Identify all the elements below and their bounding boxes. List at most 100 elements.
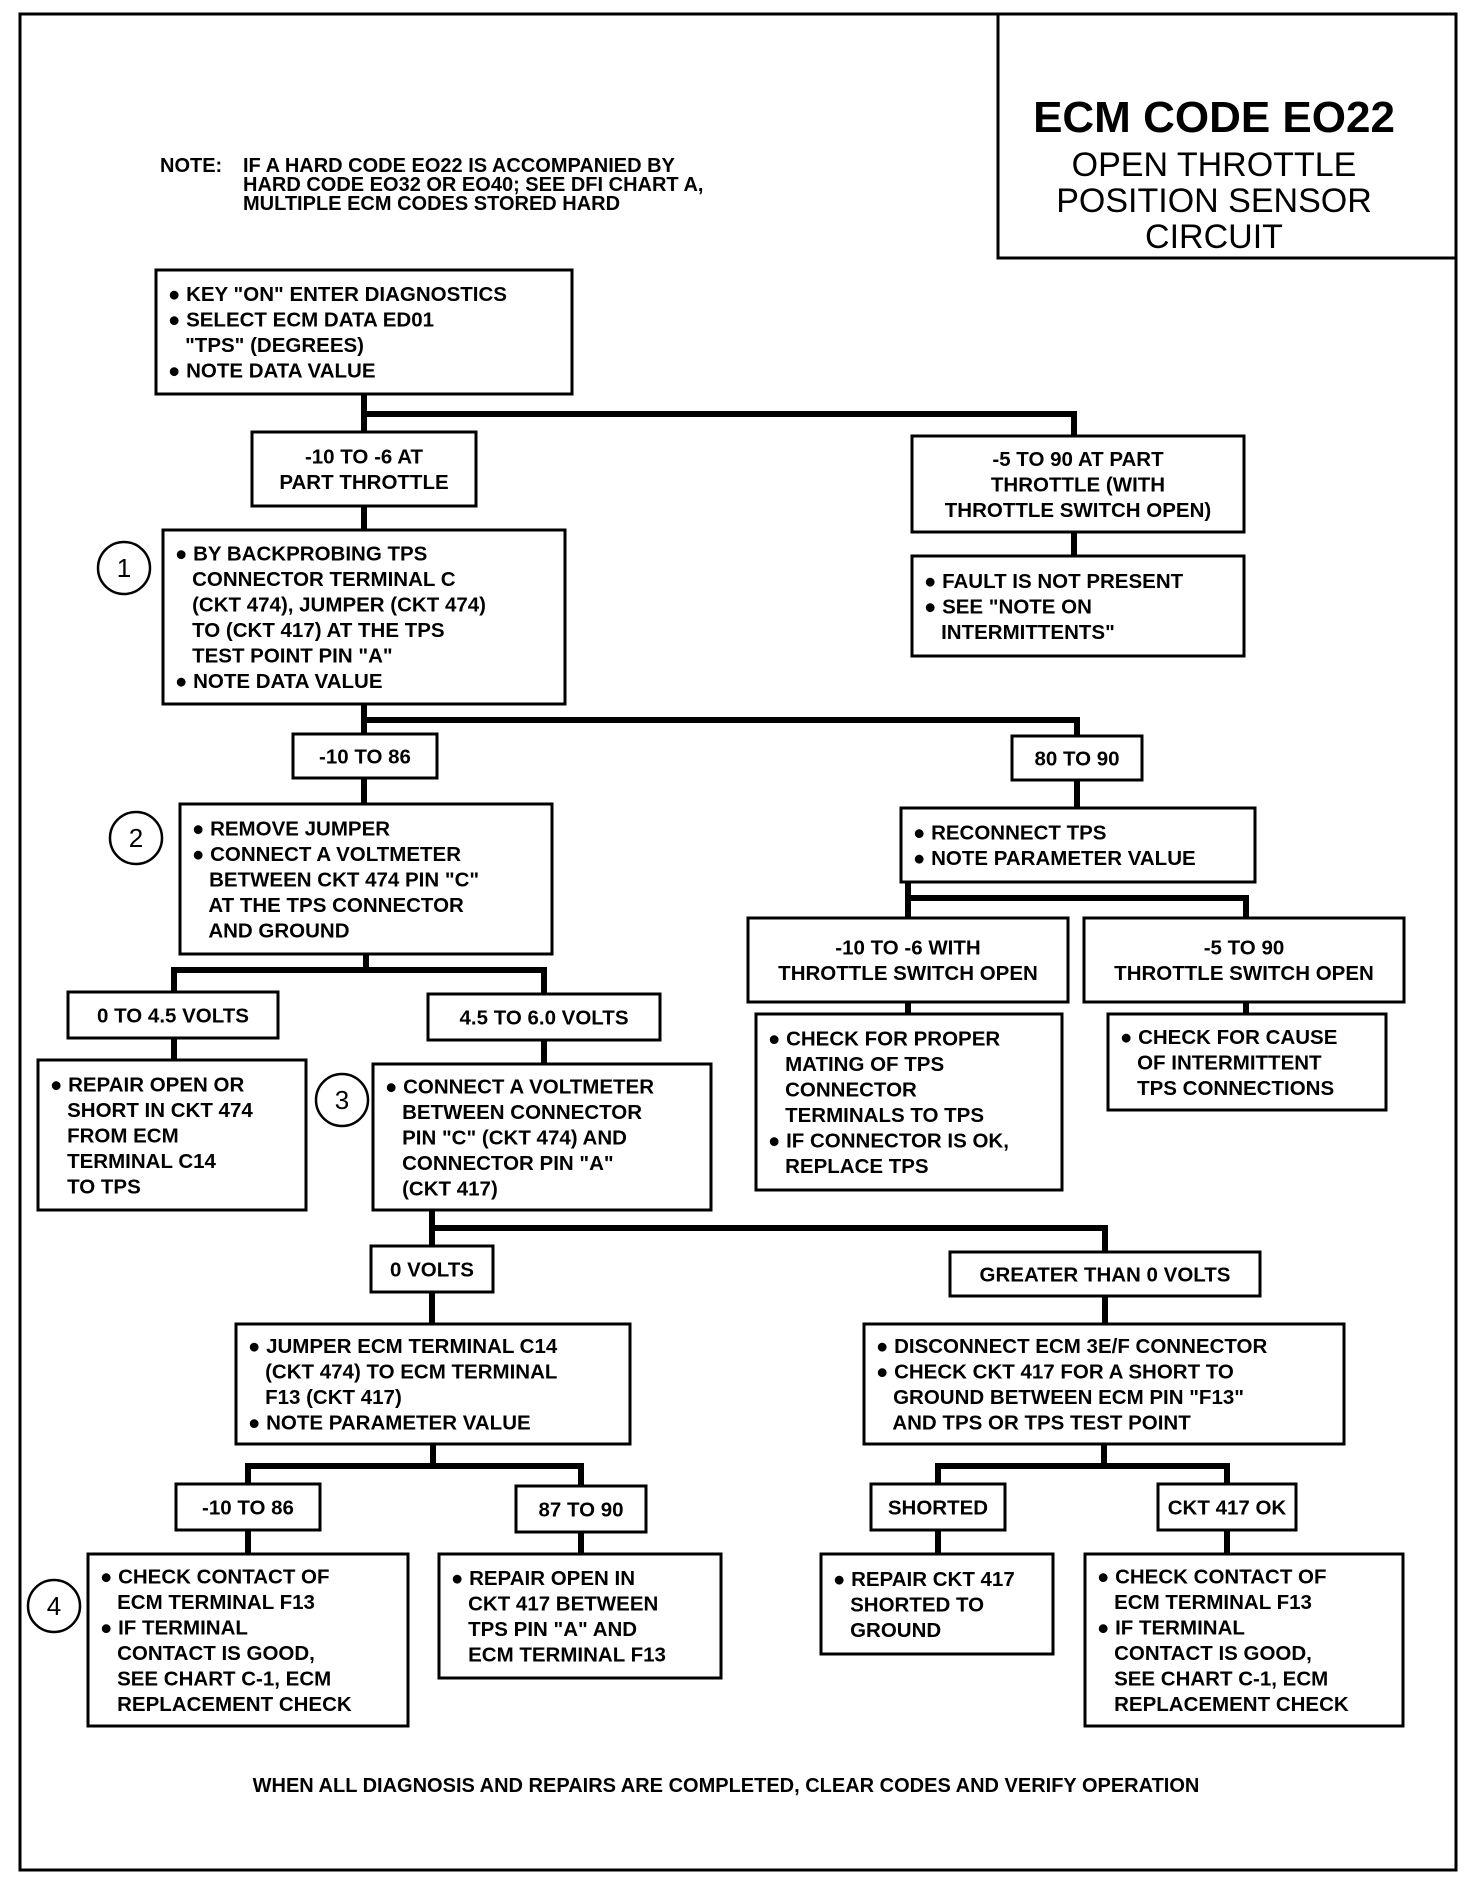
box-text-line: ● IF CONNECTOR IS OK,	[768, 1130, 1009, 1153]
box-text-line: -10 TO 86	[319, 745, 411, 768]
box-r-shorted	[869, 1482, 1007, 1532]
box-text-line: ECM TERMINAL F13	[451, 1644, 666, 1667]
chart-subtitle-line: OPEN THROTTLE	[1072, 146, 1357, 184]
box-text-line: ● IF TERMINAL	[1097, 1617, 1245, 1640]
step-number-circle	[108, 810, 164, 866]
box-text-line: (CKT 417)	[385, 1177, 498, 1200]
step-number-circle	[26, 1578, 82, 1634]
box-text-line: ● CHECK FOR PROPER	[768, 1028, 1000, 1051]
box-text-line: AND TPS OR TPS TEST POINT	[876, 1412, 1191, 1435]
box-r-ckt417ok	[1156, 1482, 1298, 1532]
box-text-line: -5 TO 90 AT PART	[992, 448, 1164, 471]
box-text-line: ● CHECK CONTACT OF	[100, 1566, 330, 1589]
box-text-line: THROTTLE SWITCH OPEN	[778, 962, 1038, 985]
box-text-line: PIN "C" (CKT 474) AND	[385, 1126, 627, 1149]
box-text-line: AT THE TPS CONNECTOR	[192, 894, 464, 917]
box-text-line: CONNECTOR	[768, 1079, 917, 1102]
box-text-line: 87 TO 90	[538, 1498, 623, 1521]
box-text-line: FROM ECM	[50, 1124, 179, 1147]
box-text-line: (CKT 474), JUMPER (CKT 474)	[175, 594, 486, 617]
box-text-line: TPS PIN "A" AND	[451, 1618, 637, 1641]
box-text-line: AND GROUND	[192, 919, 350, 942]
box-text-line: ● CHECK CKT 417 FOR A SHORT TO	[876, 1361, 1234, 1384]
box-text-line: ● NOTE DATA VALUE	[168, 360, 376, 383]
box-repair-417-open	[437, 1552, 723, 1680]
box-text-line: ● CHECK FOR CAUSE	[1120, 1026, 1337, 1049]
step-number: 2	[129, 823, 143, 853]
connector-lines	[171, 391, 1249, 1557]
box-repair-474	[36, 1058, 308, 1212]
step-number-circle	[96, 540, 152, 596]
box-text-line: 0 VOLTS	[390, 1258, 474, 1281]
box-r-m5-90-part	[910, 434, 1246, 534]
box-text-line: CONNECTOR PIN "A"	[385, 1152, 614, 1175]
box-text-line: 0 TO 4.5 VOLTS	[97, 1004, 249, 1027]
box-text-line: ● CONNECT A VOLTMETER	[385, 1075, 654, 1098]
note-line: IF A HARD CODE EO22 IS ACCOMPANIED BY	[243, 155, 676, 177]
box-text-line: F13 (CKT 417)	[248, 1386, 402, 1409]
box-text-line: "TPS" (DEGREES)	[168, 334, 364, 357]
box-text-line: ● DISCONNECT ECM 3E/F CONNECTOR	[876, 1335, 1267, 1358]
box-text-line: SHORT IN CKT 474	[50, 1099, 253, 1122]
box-text-line: 4.5 TO 6.0 VOLTS	[460, 1006, 629, 1029]
outer-border	[18, 12, 1458, 1872]
box-text-line: BETWEEN CONNECTOR	[385, 1101, 642, 1124]
box-text-line: SHORTED	[888, 1496, 988, 1519]
box-check-mating	[754, 1012, 1064, 1192]
title-box	[996, 12, 1458, 260]
box-reconnect	[899, 806, 1257, 884]
box-jumper-ecm	[234, 1322, 632, 1446]
box-r-gt0v	[948, 1250, 1262, 1298]
box-disconnect	[862, 1322, 1346, 1446]
box-r-m10-m6-ts	[746, 916, 1070, 1004]
box-text-line: CONTACT IS GOOD,	[1097, 1642, 1312, 1665]
box-text-line: TPS CONNECTIONS	[1120, 1077, 1334, 1100]
box-text-line: ECM TERMINAL F13	[1097, 1591, 1312, 1614]
box-r-0v	[369, 1244, 495, 1294]
box-text-line: SHORTED TO	[833, 1593, 984, 1616]
box-text-line: CKT 417 OK	[1168, 1496, 1287, 1519]
box-step3	[371, 1062, 713, 1212]
step-number: 3	[335, 1085, 349, 1115]
chart-subtitle-line: POSITION SENSOR	[1056, 182, 1372, 220]
box-text-line: ● NOTE DATA VALUE	[175, 670, 383, 693]
box-text-line: TERMINALS TO TPS	[768, 1104, 984, 1127]
box-text-line: ● KEY "ON" ENTER DIAGNOSTICS	[168, 283, 507, 306]
box-check-f13-b	[1083, 1552, 1405, 1728]
step-number: 4	[47, 1591, 61, 1621]
box-r-m10-m6-part	[250, 430, 478, 508]
box-text-line: CONNECTOR TERMINAL C	[175, 568, 456, 591]
box-text-line: TERMINAL C14	[50, 1150, 217, 1173]
box-r-m10-86-b	[174, 1482, 322, 1532]
box-text-line: SEE CHART C-1, ECM	[1097, 1668, 1328, 1691]
step-number: 1	[117, 553, 131, 583]
box-text-line: -5 TO 90	[1204, 937, 1285, 960]
box-text-line: TO TPS	[50, 1175, 141, 1198]
box-r-0-45v	[66, 990, 280, 1040]
box-text-line: ● FAULT IS NOT PRESENT	[924, 570, 1184, 593]
box-text-line: (CKT 474) TO ECM TERMINAL	[248, 1361, 557, 1384]
note-line: HARD CODE EO32 OR EO40; SEE DFI CHART A,	[243, 174, 703, 196]
box-text-line: ECM TERMINAL F13	[100, 1591, 315, 1614]
box-text-line: GROUND BETWEEN ECM PIN "F13"	[876, 1386, 1244, 1409]
box-text-line: ● NOTE PARAMETER VALUE	[913, 847, 1196, 870]
footer-note: WHEN ALL DIAGNOSIS AND REPAIRS ARE COMPL…	[253, 1775, 1200, 1797]
box-r-87-90	[514, 1484, 648, 1534]
box-text-line: TEST POINT PIN "A"	[175, 645, 393, 668]
box-check-intermittent	[1106, 1012, 1388, 1112]
box-text-line: ● CHECK CONTACT OF	[1097, 1566, 1327, 1589]
box-text-line: -10 TO -6 AT	[305, 446, 424, 469]
box-text-line: PART THROTTLE	[279, 471, 448, 494]
box-text-line: -10 TO 86	[202, 1496, 294, 1519]
box-text-line: ● JUMPER ECM TERMINAL C14	[248, 1335, 558, 1358]
box-text-line: GROUND	[833, 1619, 941, 1642]
box-text-line: TO (CKT 417) AT THE TPS	[175, 619, 445, 642]
box-text-line: ● SEE "NOTE ON	[924, 595, 1092, 618]
box-text-line: ● IF TERMINAL	[100, 1617, 248, 1640]
page-frame	[18, 12, 1458, 1872]
box-r-m5-90-ts	[1082, 916, 1406, 1004]
chart-title: ECM CODE EO22	[1033, 93, 1395, 142]
box-text-line: INTERMITTENTS"	[924, 621, 1115, 644]
box-text-line: CONTACT IS GOOD,	[100, 1642, 315, 1665]
